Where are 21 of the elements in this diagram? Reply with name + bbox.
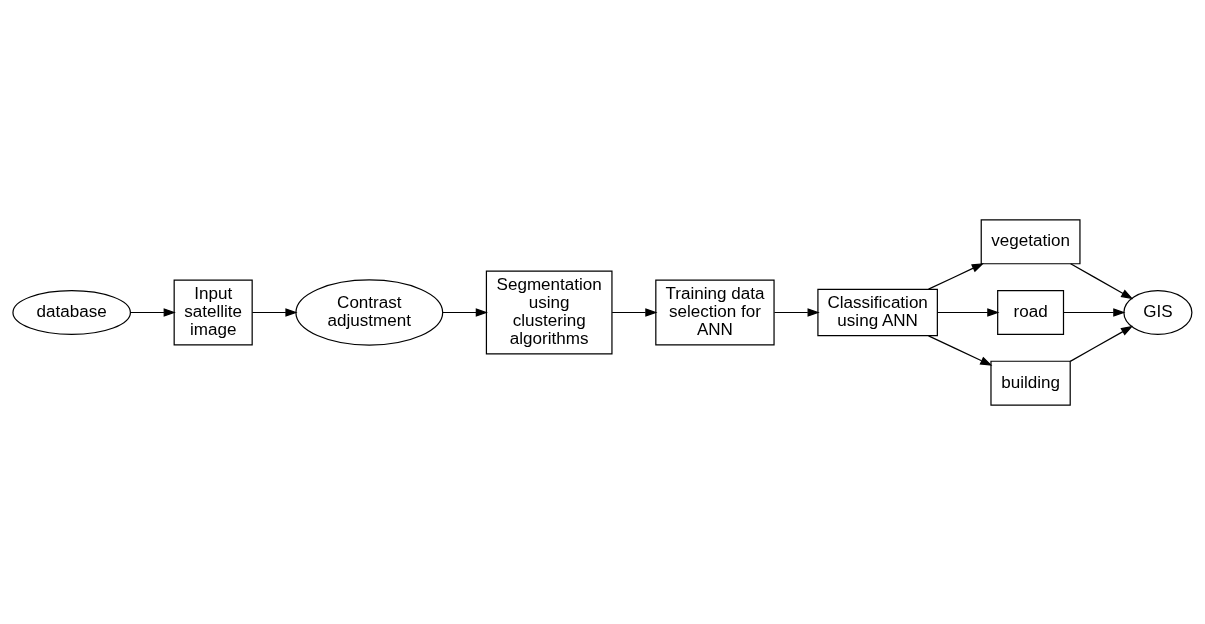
node-box: Segmentation using clustering algorithms [485, 269, 613, 355]
node-ellipse: GIS [1123, 289, 1193, 335]
arrow [927, 262, 984, 290]
node-box: Training data selection for ANN [655, 279, 775, 345]
node-box: building [990, 360, 1071, 406]
node-ellipse: Contrast adjustment [295, 278, 444, 346]
arrow [130, 307, 176, 317]
node-box: Classification using ANN [817, 288, 938, 336]
node-box: Input satellite image [173, 279, 253, 345]
arrow [773, 307, 820, 317]
arrow [1070, 262, 1134, 299]
arrow [936, 307, 1000, 317]
node-box: vegetation [980, 218, 1081, 264]
arrow [927, 334, 993, 366]
arrow [442, 307, 488, 317]
arrow [1063, 307, 1126, 317]
node-ellipse: database [12, 289, 131, 335]
arrow [611, 307, 658, 317]
arrow [251, 307, 298, 317]
arrow [1069, 325, 1134, 362]
node-box: road [997, 289, 1065, 335]
